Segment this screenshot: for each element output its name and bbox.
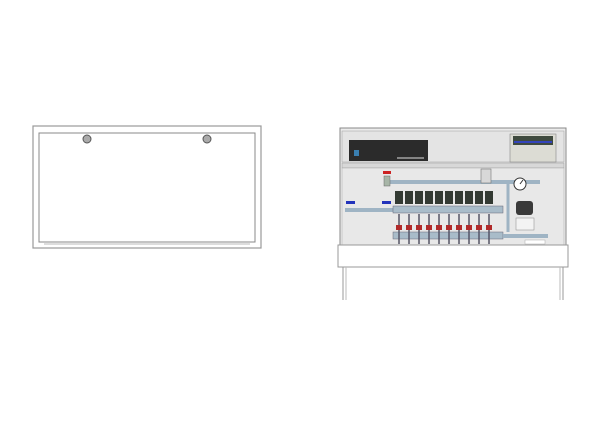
- actuator: [425, 191, 433, 204]
- flow-meter[interactable]: [396, 225, 402, 230]
- circuit-3: [415, 191, 423, 244]
- actuator: [485, 191, 493, 204]
- circuit-5: [435, 191, 443, 244]
- flow-meter[interactable]: [456, 225, 462, 230]
- flow-meter[interactable]: [476, 225, 482, 230]
- circuit-6: [445, 191, 453, 244]
- circuit-10: [485, 191, 493, 244]
- flow-meter[interactable]: [436, 225, 442, 230]
- lock-knob-left[interactable]: [82, 134, 92, 144]
- controller-box: [349, 140, 428, 161]
- actuator: [435, 191, 443, 204]
- circuit-1: [395, 191, 403, 244]
- open-cabinet: [339, 127, 567, 247]
- flow-meter[interactable]: [446, 225, 452, 230]
- actuator: [455, 191, 463, 204]
- circuit-4: [425, 191, 433, 244]
- flow-meter[interactable]: [486, 225, 492, 230]
- actuator: [415, 191, 423, 204]
- actuator: [465, 191, 473, 204]
- return-valve-handle-right[interactable]: [382, 201, 391, 204]
- actuator: [405, 191, 413, 204]
- lock-knob-right[interactable]: [202, 134, 212, 144]
- return-valve-handle-left[interactable]: [346, 201, 355, 204]
- circuit-7: [455, 191, 463, 244]
- circuit-8: [465, 191, 473, 244]
- circulation-pump: [516, 201, 533, 215]
- actuator: [445, 191, 453, 204]
- closed-cabinet: [32, 125, 262, 249]
- flow-meter[interactable]: [466, 225, 472, 230]
- mounting-frame: [337, 244, 569, 300]
- circuit-2: [405, 191, 413, 244]
- circuit-9: [475, 191, 483, 244]
- supply-valve-handle[interactable]: [383, 171, 391, 174]
- flow-meter[interactable]: [416, 225, 422, 230]
- flow-meter[interactable]: [426, 225, 432, 230]
- flow-meter[interactable]: [406, 225, 412, 230]
- actuator: [395, 191, 403, 204]
- return-manifold: [392, 205, 504, 214]
- actuator: [475, 191, 483, 204]
